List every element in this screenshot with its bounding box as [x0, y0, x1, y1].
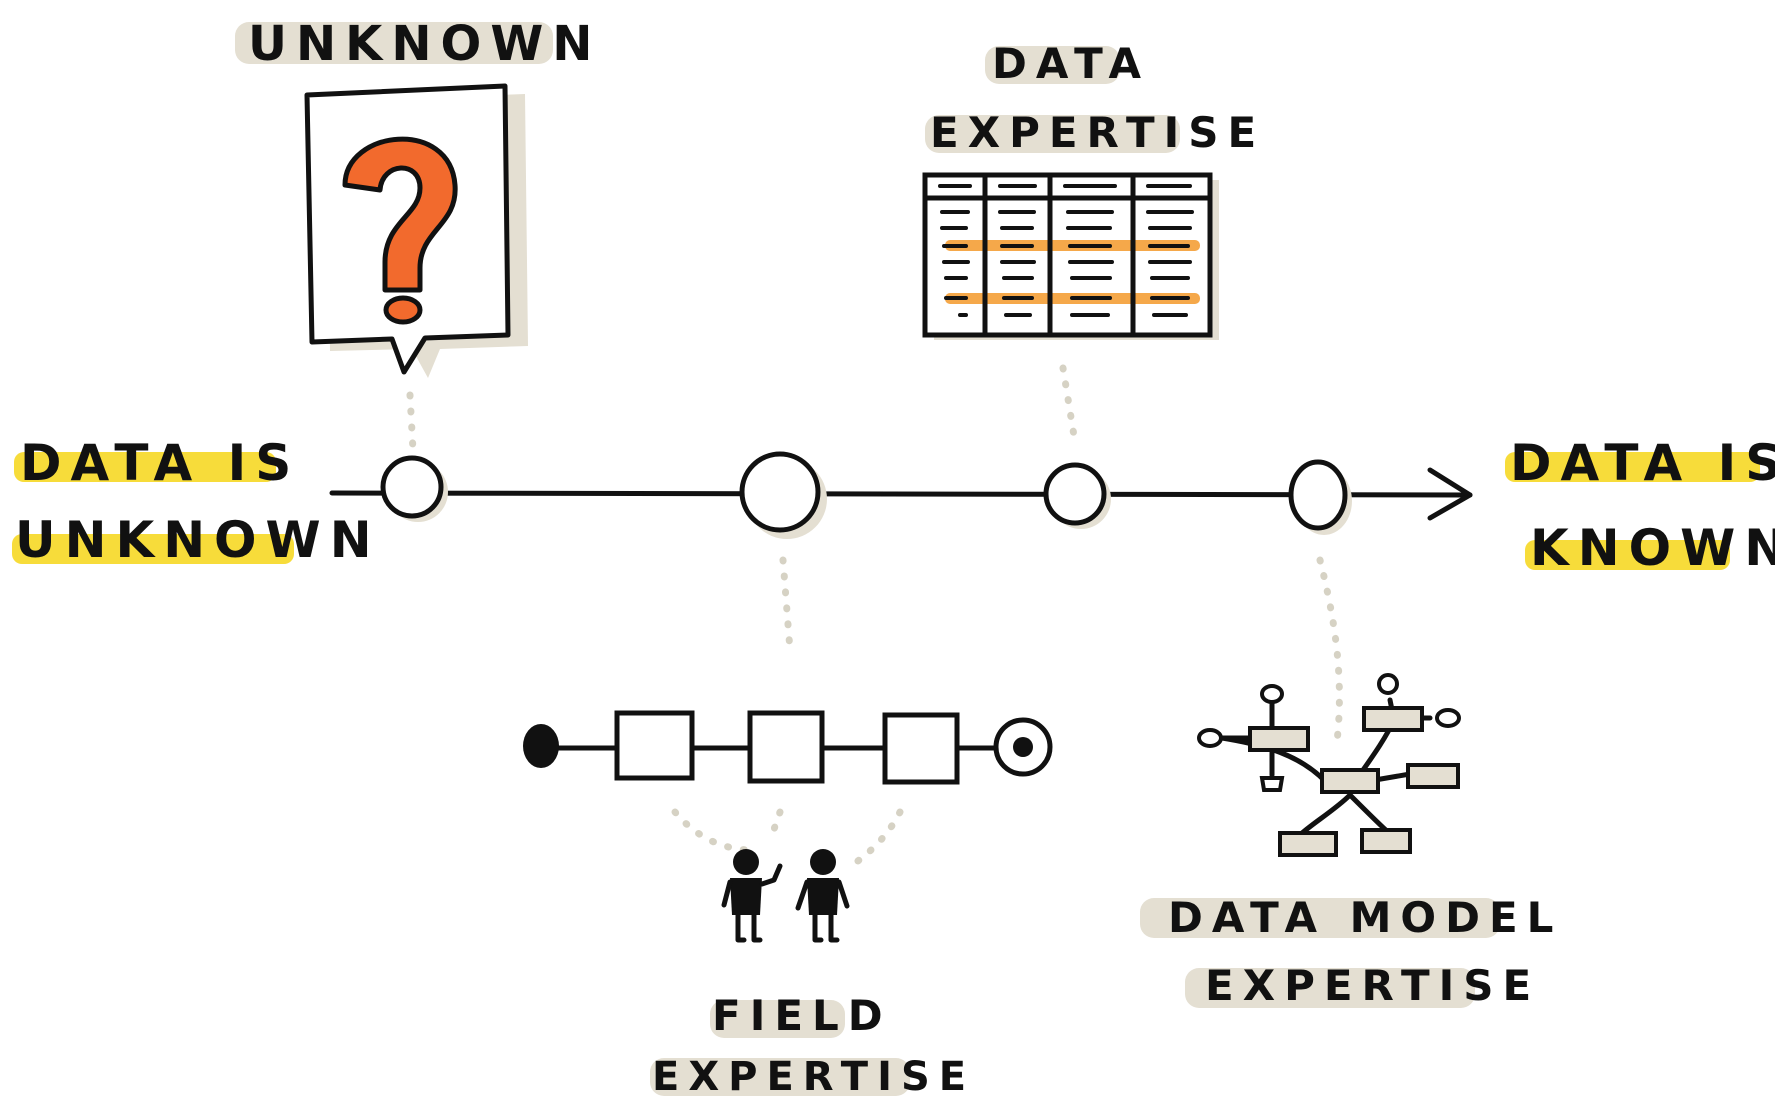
- question-mark-speech-bubble-icon: [304, 83, 528, 378]
- data-expertise-label-line-2: EXPERTISE: [930, 108, 1265, 157]
- entity-d: [1406, 763, 1460, 789]
- milestone-3: [1043, 462, 1111, 529]
- process-flow-with-two-people-icon: [523, 710, 1053, 943]
- data-model-expertise-label-line-2: EXPERTISE: [1205, 961, 1540, 1010]
- milestone-2: [739, 451, 827, 539]
- connector-people-mid: [768, 808, 784, 839]
- start-highlight-2: [12, 534, 294, 564]
- dotted-connectors: [406, 364, 1343, 872]
- connector-unknown: [406, 391, 417, 454]
- flow-end-node-center: [1013, 737, 1033, 757]
- label-highlights: [12, 22, 1760, 1096]
- expertise-shadow: [925, 115, 1180, 153]
- field-shadow: [710, 1000, 845, 1038]
- data-shadow: [985, 46, 1120, 84]
- spreadsheet-table-icon: [922, 172, 1219, 340]
- data-model-expertise-shadow: [1185, 968, 1475, 1008]
- connector-people-left: [671, 808, 756, 854]
- connector-data-model: [1316, 556, 1343, 754]
- entity-relationship-model-icon: [1197, 673, 1461, 857]
- milestone-4: [1288, 459, 1352, 535]
- question-mark-dot: [383, 295, 423, 325]
- connector-people-right: [844, 808, 904, 872]
- start-label-line-2: UNKNOWN: [15, 511, 381, 569]
- end-label-line-2: KNOWN: [1530, 519, 1775, 577]
- end-label-line-1: DATA IS: [1510, 434, 1775, 492]
- table-grid: [922, 172, 1213, 338]
- entity-f: [1360, 828, 1412, 854]
- unknown-shadow: [235, 22, 553, 64]
- end-highlight-1: [1505, 452, 1760, 482]
- entity-e: [1278, 831, 1338, 857]
- field-expertise-label-line-1: FIELD: [712, 991, 892, 1040]
- field-expertise-shadow: [650, 1058, 910, 1096]
- connector-field-expertise: [779, 556, 794, 654]
- connector-data-expertise: [1059, 364, 1079, 446]
- table-cell-strokes: [938, 184, 1194, 317]
- process-flow: [523, 710, 1053, 785]
- flow-start-node: [523, 724, 559, 768]
- flow-step-1: [614, 710, 695, 781]
- timeline: [329, 451, 1473, 539]
- flow-step-3: [882, 712, 960, 785]
- start-highlight-1: [14, 452, 276, 482]
- start-label-line-1: DATA IS: [20, 434, 300, 492]
- unknown-label: UNKNOWN: [248, 16, 601, 72]
- data-model-expertise-label-line-1: DATA MODEL: [1168, 893, 1562, 942]
- person-right-icon: [795, 849, 850, 943]
- timeline-arrowhead: [1427, 467, 1473, 521]
- model-end-nodes: [1197, 673, 1461, 792]
- entity-a: [1248, 726, 1310, 752]
- data-model-shadow: [1140, 898, 1500, 938]
- field-expertise-label-line-2: EXPERTISE: [652, 1054, 975, 1096]
- flow-step-2: [747, 710, 825, 784]
- end-highlight-2: [1525, 540, 1730, 570]
- question-mark: [342, 136, 458, 293]
- labels: DATA IS UNKNOWN DATA IS KNOWN UNKNOWN DA…: [15, 16, 1775, 1096]
- timeline-axis: [329, 490, 1473, 498]
- milestone-1: [380, 455, 448, 522]
- person-left-icon: [721, 849, 783, 943]
- entity-c: [1320, 768, 1380, 794]
- data-expertise-label-line-1: DATA: [992, 39, 1150, 88]
- table-frame: [922, 172, 1213, 338]
- entity-b: [1362, 706, 1424, 732]
